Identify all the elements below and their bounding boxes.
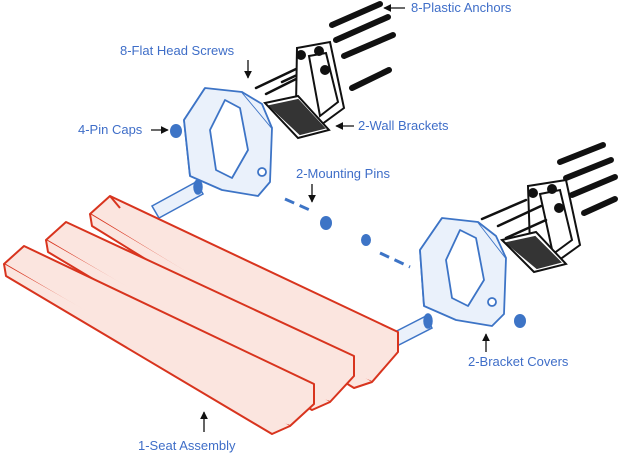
- seat-slat-front: [3, 245, 315, 435]
- plastic-anchors-top: [329, 1, 396, 91]
- pin-caps: [170, 124, 526, 328]
- label-mounting-pins: 2-Mounting Pins: [296, 166, 390, 181]
- label-bracket-covers: 2-Bracket Covers: [468, 354, 569, 369]
- label-wall-brackets: 2-Wall Brackets: [358, 118, 449, 133]
- wall-bracket-top: [263, 40, 346, 140]
- bracket-cover-right: [419, 217, 507, 327]
- label-plastic-anchors: 8-Plastic Anchors: [411, 0, 512, 15]
- leader-arrows: [151, 4, 490, 432]
- seat-assembly: [3, 195, 399, 435]
- wall-bracket-right: [500, 178, 582, 274]
- label-flat-head-screws: 8-Flat Head Screws: [120, 43, 235, 58]
- label-pin-caps: 4-Pin Caps: [78, 122, 143, 137]
- bracket-cover-top: [183, 87, 273, 197]
- mounting-pin-axis-lines: [284, 197, 411, 269]
- plastic-anchors-right: [557, 142, 618, 216]
- label-seat-assembly: 1-Seat Assembly: [138, 438, 236, 453]
- flat-head-screws-right: [480, 198, 548, 240]
